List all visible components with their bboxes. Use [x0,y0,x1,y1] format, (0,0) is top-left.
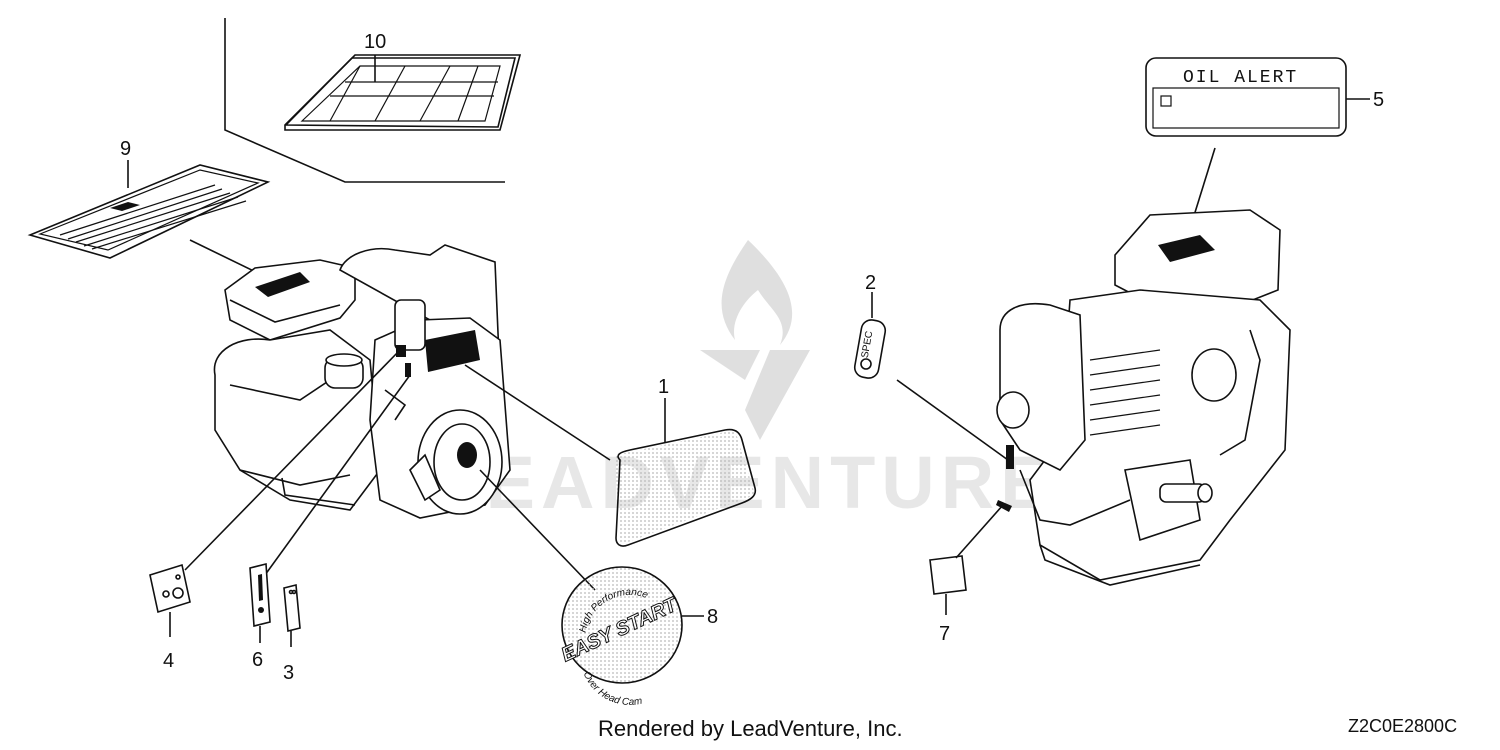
diagram-code: Z2C0E2800C [1348,716,1458,736]
callout-4[interactable]: 4 [163,650,174,672]
part-3-strip-label[interactable] [283,583,301,633]
part-8-easy-start-emblem[interactable]: EASY START High Performance Over Head Ca… [558,566,683,708]
part-6-strip-label[interactable] [249,562,271,628]
part-4-control-label[interactable] [149,563,191,614]
callout-7[interactable]: 7 [939,623,950,645]
oil-alert-text: OIL ALERT [1183,68,1298,88]
part-9-label-sticker[interactable] [27,164,271,259]
callout-10[interactable]: 10 [364,31,386,53]
part-10-label-sticker[interactable] [284,54,522,131]
part-7-small-label[interactable] [929,555,967,595]
callout-6[interactable]: 6 [252,649,263,671]
footer-credit: Rendered by LeadVenture, Inc. [598,716,903,741]
callout-2[interactable]: 2 [865,272,876,294]
callout-5[interactable]: 5 [1373,89,1384,111]
callout-1[interactable]: 1 [658,376,669,398]
callout-8[interactable]: 8 [707,606,718,628]
left-engine-illustration [213,244,511,519]
callout-3[interactable]: 3 [283,662,294,684]
callout-9[interactable]: 9 [120,138,131,160]
part-5-oil-alert-label[interactable]: OIL ALERT [1145,57,1347,137]
part-1-window-label[interactable] [615,428,757,547]
spec-text: SPEC [860,330,876,359]
part-2-spec-label[interactable]: SPEC [853,318,887,379]
right-engine-illustration [996,209,1291,586]
